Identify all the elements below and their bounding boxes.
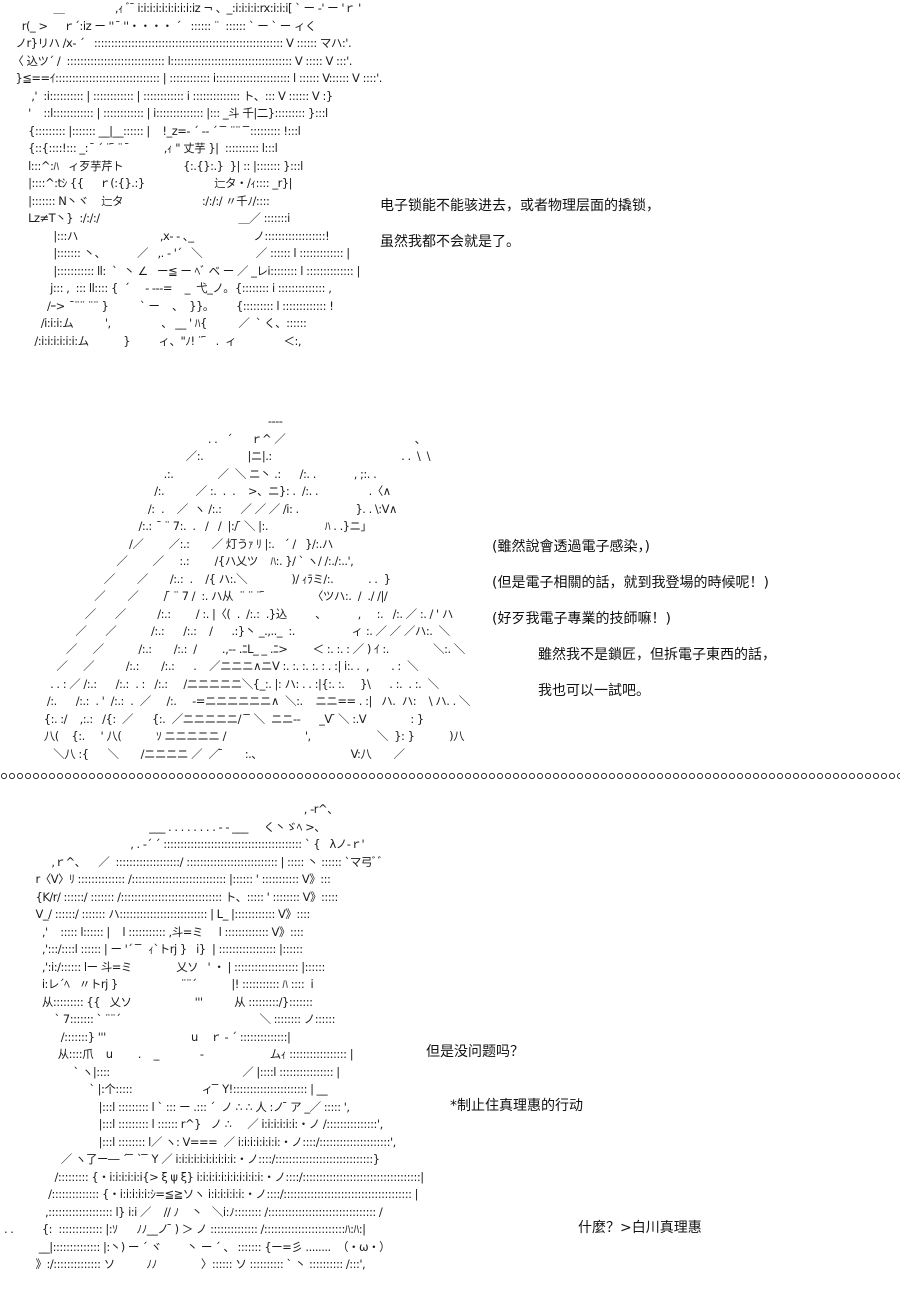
panel-middle: ---- . . ´ ｒ^ ／ 、 ／:. |ニ|.: — [0, 395, 900, 775]
dialogue-line: 虽然我都不会就是了。 — [380, 234, 520, 250]
ascii-art-shirakawa-marie-character: , -r^、 ___ . . . . . . . . - ‐ ___ く丶ゞﾍ … — [4, 802, 424, 1271]
panel-bottom: , -r^、 ___ . . . . . . . . - ‐ ___ く丶ゞﾍ … — [0, 785, 900, 1315]
dialogue-line: 电子锁能不能骇进去，或者物理层面的撬锁， — [380, 198, 660, 214]
dialogue-line: (雖然說會透過電子感染，) — [492, 539, 650, 555]
ascii-art-hacker-character: ＿ ,ｨ ﾞ ̄ i:i:i:i:i:i:i:i:i:iz ¬ 、_:i:i:i… — [12, 1, 382, 348]
dialogue-line: 什麼？>白川真理惠 — [578, 1220, 702, 1236]
dialogue-line: 雖然我不是鎖匠，但拆電子東西的話， — [538, 647, 776, 663]
panel-divider — [0, 772, 900, 780]
ascii-art-technician-character: ---- . . ´ ｒ^ ／ 、 ／:. |ニ|.: — [43, 414, 471, 761]
action-note: *制止住真理惠的行动 — [450, 1098, 583, 1114]
dialogue-line: 我也可以一試吧。 — [538, 683, 650, 699]
dialogue-line: 但是没问题吗？ — [426, 1044, 524, 1060]
dialogue-line: (好歹我電子專業的技師嘛！) — [492, 611, 671, 627]
dialogue-line: (但是電子相關的話，就到我登場的時候呢！) — [492, 575, 769, 591]
panel-top: ＿ ,ｨ ﾞ ̄ i:i:i:i:i:i:i:i:i:iz ¬ 、_:i:i:i… — [0, 0, 900, 395]
